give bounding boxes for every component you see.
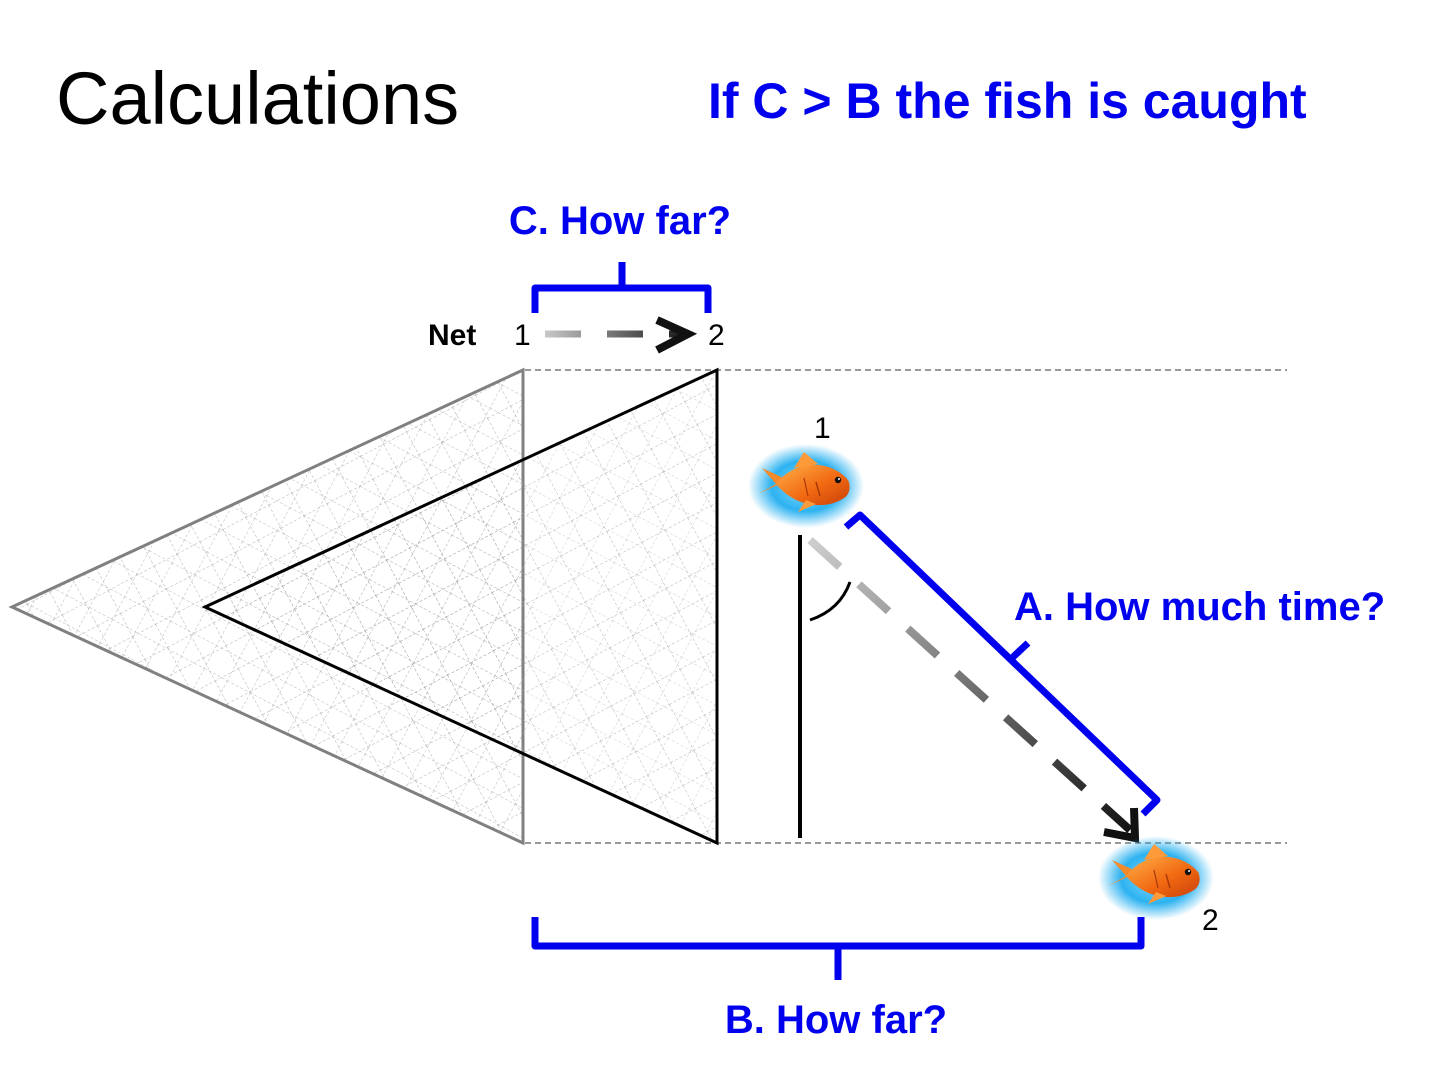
fish-position-2: 2 xyxy=(1202,904,1219,937)
brace-c xyxy=(531,262,712,313)
goldfish-icon xyxy=(1097,835,1215,921)
net-position-2-shape xyxy=(201,367,719,846)
net-movement-arrow xyxy=(545,316,698,354)
arrow-right-icon xyxy=(655,316,698,354)
net-position-2: 2 xyxy=(708,319,725,352)
label-c-how-far: C. How far? xyxy=(509,199,731,243)
label-b-how-far: B. How far? xyxy=(725,998,947,1042)
label-a-how-much-time: A. How much time? xyxy=(1014,585,1385,629)
angle-arc xyxy=(809,581,852,622)
net-position-1: 1 xyxy=(514,319,531,352)
catch-condition: If C > B the fish is caught xyxy=(708,73,1307,129)
fish-position-1: 1 xyxy=(814,412,831,445)
page-title: Calculations xyxy=(56,57,459,140)
arrow-down-right-icon xyxy=(1103,807,1140,843)
brace-a xyxy=(843,511,1161,817)
brace-b xyxy=(531,917,1145,980)
goldfish-icon xyxy=(747,443,865,529)
fish-path-arrow xyxy=(807,537,1140,843)
net-label: Net xyxy=(428,319,476,352)
